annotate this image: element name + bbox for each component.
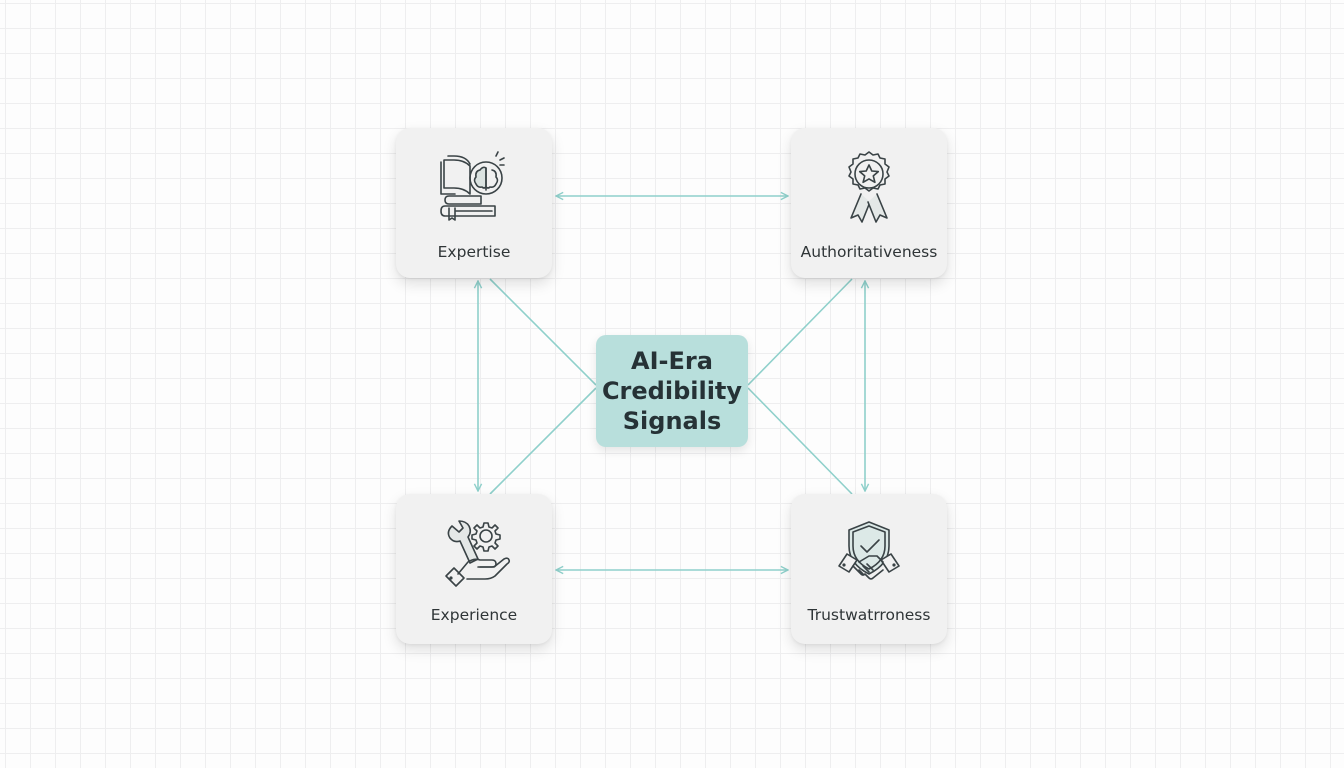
edge-center-expertise bbox=[489, 278, 597, 386]
edge-center-trustworthiness bbox=[747, 387, 853, 495]
central-node-title: AI-Era Credibility Signals bbox=[601, 347, 743, 435]
central-node[interactable]: AI-Era Credibility Signals bbox=[596, 335, 748, 447]
node-expertise[interactable]: Expertise bbox=[396, 128, 552, 278]
node-label: Expertise bbox=[437, 243, 511, 261]
node-authoritativeness[interactable]: Authoritativeness bbox=[791, 128, 947, 278]
node-label: Authoritativeness bbox=[800, 243, 938, 261]
wrench-gear-hand-icon bbox=[445, 520, 511, 587]
node-trustworthiness[interactable]: Trustwatrroness bbox=[791, 494, 947, 644]
award-ribbon-icon bbox=[848, 151, 890, 223]
node-label: Experience bbox=[430, 606, 518, 624]
edge-center-experience bbox=[489, 387, 597, 495]
node-label: Trustwatrroness bbox=[807, 606, 931, 624]
node-experience[interactable]: Experience bbox=[396, 494, 552, 644]
edge-center-authoritativeness bbox=[747, 278, 853, 386]
book-brain-icon bbox=[440, 151, 505, 221]
shield-handshake-icon bbox=[838, 521, 900, 580]
